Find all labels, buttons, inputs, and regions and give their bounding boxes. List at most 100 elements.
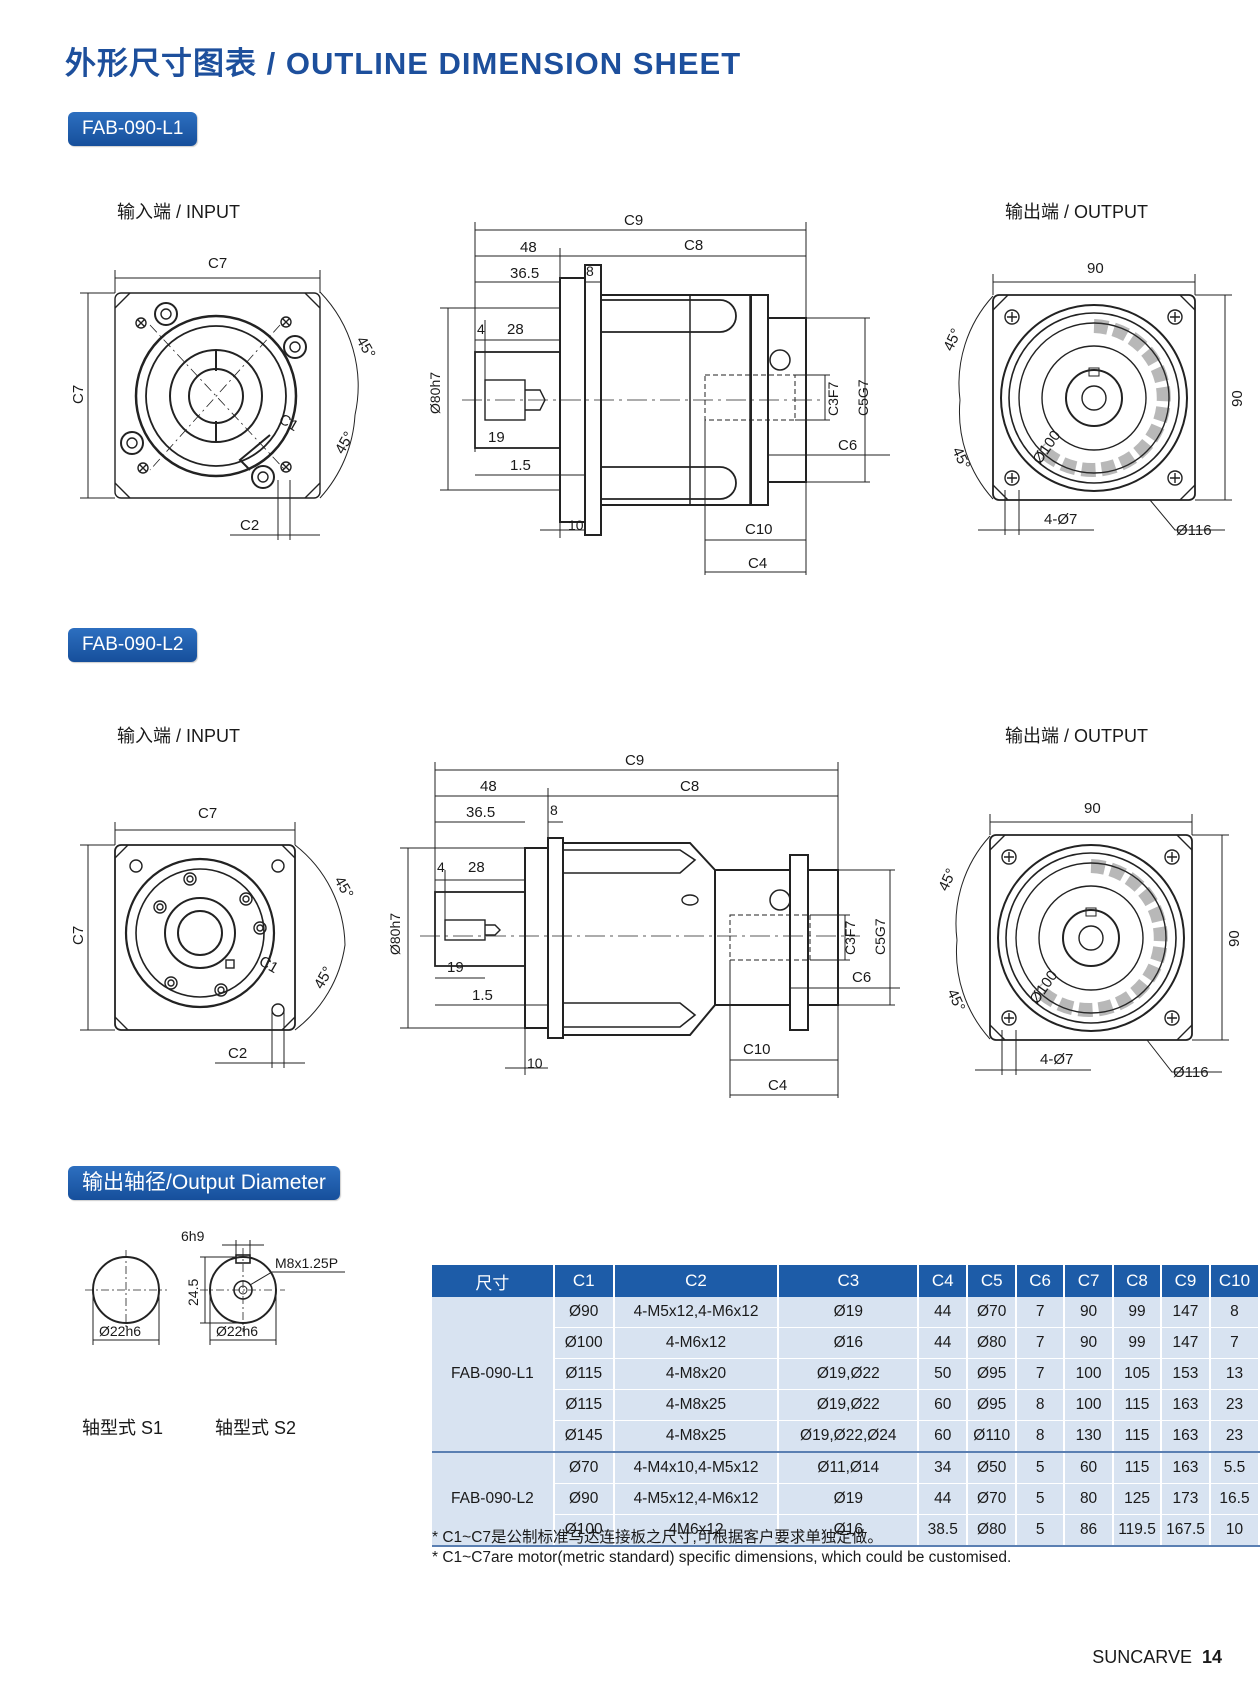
table-cell: Ø145 bbox=[553, 1420, 615, 1453]
dimension-table: 尺寸 C1 C2 C3 C4 C5 C6 C7 C8 C9 C10 FAB-09… bbox=[432, 1265, 1260, 1547]
dim-28-l2: 28 bbox=[468, 859, 485, 876]
dim-d100: Ø100 bbox=[1029, 427, 1064, 467]
table-cell: Ø90 bbox=[553, 1483, 615, 1515]
table-cell: Ø16 bbox=[778, 1327, 920, 1359]
table-cell: 4-M5x12,4-M6x12 bbox=[613, 1297, 780, 1328]
dim-c10-l2: C10 bbox=[743, 1041, 771, 1058]
input-label-l2: 输入端 / INPUT bbox=[117, 726, 241, 746]
l1-output-view: 90 90 45° 45° Ø100 4-Ø7 Ø116 bbox=[940, 260, 1246, 539]
dim-4-d7: 4-Ø7 bbox=[1044, 511, 1077, 528]
dim-90-side-l2: 90 bbox=[1226, 930, 1243, 947]
table-cell: 5 bbox=[1016, 1514, 1066, 1547]
table-cell: 16.5 bbox=[1209, 1483, 1260, 1515]
dim-c4-l2: C4 bbox=[768, 1077, 787, 1094]
table-cell: Ø95 bbox=[967, 1358, 1018, 1390]
output-label-l1: 输出端 / OUTPUT bbox=[1005, 202, 1148, 222]
table-cell: 8 bbox=[1016, 1420, 1066, 1453]
dim-c7-side: C7 bbox=[70, 385, 87, 404]
header-cell: C3 bbox=[778, 1265, 920, 1297]
dim-10-l2: 10 bbox=[527, 1055, 543, 1071]
table-cell: Ø115 bbox=[553, 1358, 615, 1390]
table-cell: 7 bbox=[1016, 1327, 1066, 1359]
dim-c3f7-l2: C3F7 bbox=[842, 921, 858, 955]
table-cell: 44 bbox=[918, 1483, 969, 1515]
table-cell: Ø110 bbox=[967, 1420, 1018, 1453]
page-number: 14 bbox=[1201, 1647, 1222, 1667]
dim-48: 48 bbox=[520, 239, 537, 256]
dim-d80h7: Ø80h7 bbox=[427, 372, 443, 414]
table-cell: Ø80 bbox=[967, 1514, 1018, 1547]
header-cell: C2 bbox=[613, 1265, 780, 1297]
table-cell: 38.5 bbox=[918, 1514, 969, 1547]
table-cell: Ø19,Ø22,Ø24 bbox=[778, 1420, 920, 1453]
header-cell: C4 bbox=[918, 1265, 969, 1297]
note-cn: * C1~C7是公制标准马达连接板之尺寸,可根据客户要求单独定做。 bbox=[432, 1529, 883, 1546]
table-cell: 4-M8x25 bbox=[613, 1420, 780, 1453]
dim-c2: C2 bbox=[240, 517, 259, 534]
dim-c9: C9 bbox=[624, 212, 643, 229]
dim-c2-l2: C2 bbox=[228, 1045, 247, 1062]
model-cell: FAB-090-L1 bbox=[432, 1297, 555, 1453]
table-cell: Ø70 bbox=[967, 1483, 1018, 1515]
table-cell: 115 bbox=[1113, 1420, 1162, 1453]
output-diameter-heading: 输出轴径/Output Diameter bbox=[68, 1166, 340, 1200]
table-cell: 90 bbox=[1064, 1297, 1115, 1328]
table-cell: 119.5 bbox=[1113, 1514, 1162, 1547]
table-cell: 115 bbox=[1113, 1389, 1162, 1421]
table-cell: 173 bbox=[1161, 1483, 1211, 1515]
dim-36-5: 36.5 bbox=[510, 265, 539, 282]
table-cell: 86 bbox=[1064, 1514, 1115, 1547]
table-cell: Ø19 bbox=[778, 1297, 920, 1328]
header-cell: C7 bbox=[1064, 1265, 1115, 1297]
dim-c7-side-l2: C7 bbox=[70, 926, 87, 945]
dim-8-l2: 8 bbox=[550, 802, 558, 818]
dim-28: 28 bbox=[507, 321, 524, 338]
table-cell: 80 bbox=[1064, 1483, 1115, 1515]
table-cell: 4M6x12 bbox=[613, 1514, 780, 1547]
l2-output-view: 90 90 45° 45° Ø100 4-Ø7 Ø116 bbox=[935, 800, 1243, 1081]
l2-side-view: C9 48 C8 36.5 8 4 28 19 1.5 Ø80h7 10 C10… bbox=[387, 752, 900, 1098]
angle-45-out-l2-top: 45° bbox=[935, 866, 960, 894]
dim-10: 10 bbox=[568, 517, 584, 533]
angle-45-l2-top: 45° bbox=[331, 874, 357, 902]
table-cell: 100 bbox=[1064, 1358, 1115, 1390]
table-cell: 8 bbox=[1016, 1389, 1066, 1421]
table-cell: 125 bbox=[1113, 1483, 1162, 1515]
model-cell: FAB-090-L2 bbox=[432, 1452, 555, 1547]
shaft-s2-label: 轴型式 S2 bbox=[215, 1418, 297, 1438]
table-cell: 7 bbox=[1016, 1358, 1066, 1390]
table-cell: 163 bbox=[1161, 1420, 1211, 1453]
table-cell: Ø50 bbox=[967, 1452, 1018, 1484]
dim-c3f7: C3F7 bbox=[825, 382, 841, 416]
header-cell: C9 bbox=[1161, 1265, 1211, 1297]
table-cell: 130 bbox=[1064, 1420, 1115, 1453]
table-cell: 105 bbox=[1113, 1358, 1162, 1390]
angle-45-out-l2-bottom: 45° bbox=[943, 987, 968, 1015]
brand-name: SUNCARVE bbox=[1092, 1647, 1192, 1667]
table-cell: 10 bbox=[1209, 1514, 1260, 1547]
dim-c8-l2: C8 bbox=[680, 778, 699, 795]
table-cell: 44 bbox=[918, 1327, 969, 1359]
notes: * C1~C7是公制标准马达连接板之尺寸,可根据客户要求单独定做。 * C1~C… bbox=[432, 1528, 1011, 1568]
table-cell: 163 bbox=[1161, 1389, 1211, 1421]
table-cell: Ø19 bbox=[778, 1483, 920, 1515]
table-cell: 44 bbox=[918, 1297, 969, 1328]
shaft-s2-dia: Ø22h6 bbox=[216, 1323, 258, 1339]
table-cell: 7 bbox=[1209, 1327, 1260, 1359]
l1-side-view: C9 48 C8 36.5 8 4 28 19 1.5 Ø80h7 10 C10… bbox=[427, 212, 890, 575]
table-cell: Ø100 bbox=[553, 1514, 615, 1547]
table-cell: Ø70 bbox=[967, 1297, 1018, 1328]
dim-c10: C10 bbox=[745, 521, 773, 538]
table-cell: Ø90 bbox=[553, 1297, 615, 1328]
table-cell: Ø16 bbox=[778, 1514, 920, 1547]
dim-c6-l2: C6 bbox=[852, 969, 871, 986]
table-cell: 8 bbox=[1209, 1297, 1260, 1328]
dim-4: 4 bbox=[477, 321, 485, 337]
dim-c5g7-l2: C5G7 bbox=[872, 918, 888, 955]
dim-1-5: 1.5 bbox=[510, 457, 531, 474]
